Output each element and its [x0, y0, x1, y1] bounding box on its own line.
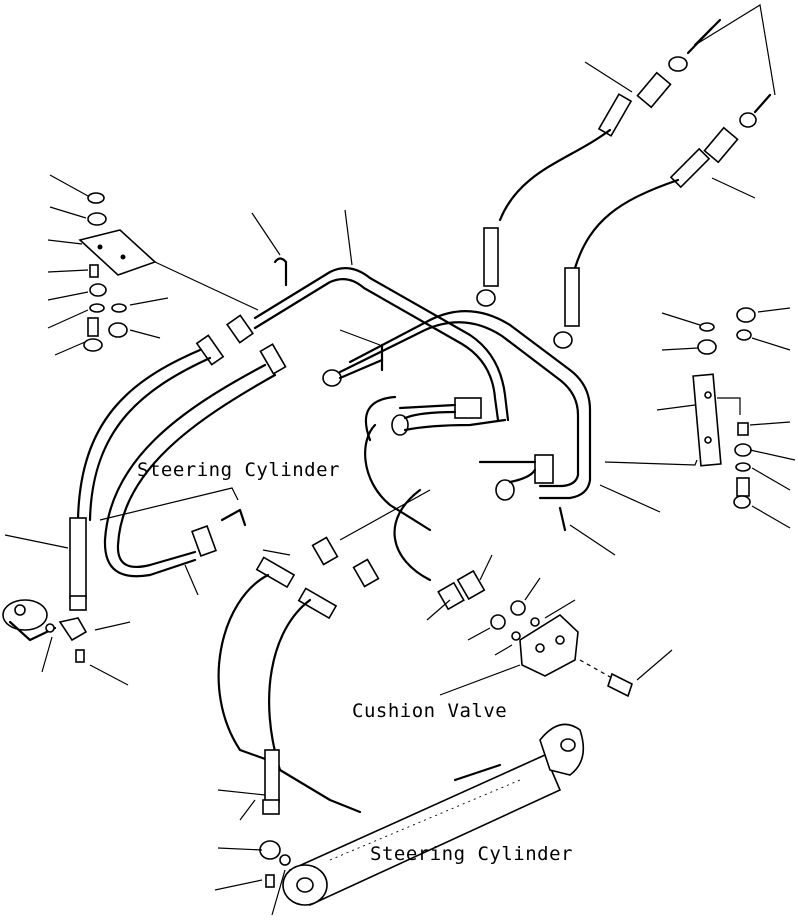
center-fittings: [322, 358, 554, 501]
right-bracket-parts: [692, 307, 756, 509]
lower-hoses: [217, 423, 432, 815]
vertical-hose-ends: [476, 227, 580, 349]
rigid-tube-loop: [253, 267, 592, 500]
clamps: [273, 257, 567, 532]
left-cylinder-end: [2, 599, 88, 663]
top-right-hose-assembly: [498, 18, 772, 270]
steering-cylinder-label-bottom: Steering Cylinder: [370, 843, 573, 865]
left-hoses: [69, 314, 287, 611]
bottom-steering-cylinder: [259, 723, 585, 907]
cushion-valve-assembly: [437, 569, 633, 698]
left-bracket-parts: [78, 192, 157, 352]
steering-cylinder-label-left: Steering Cylinder: [137, 459, 340, 481]
cushion-valve-label: Cushion Valve: [352, 700, 508, 722]
leader-lines: [4, 4, 796, 916]
